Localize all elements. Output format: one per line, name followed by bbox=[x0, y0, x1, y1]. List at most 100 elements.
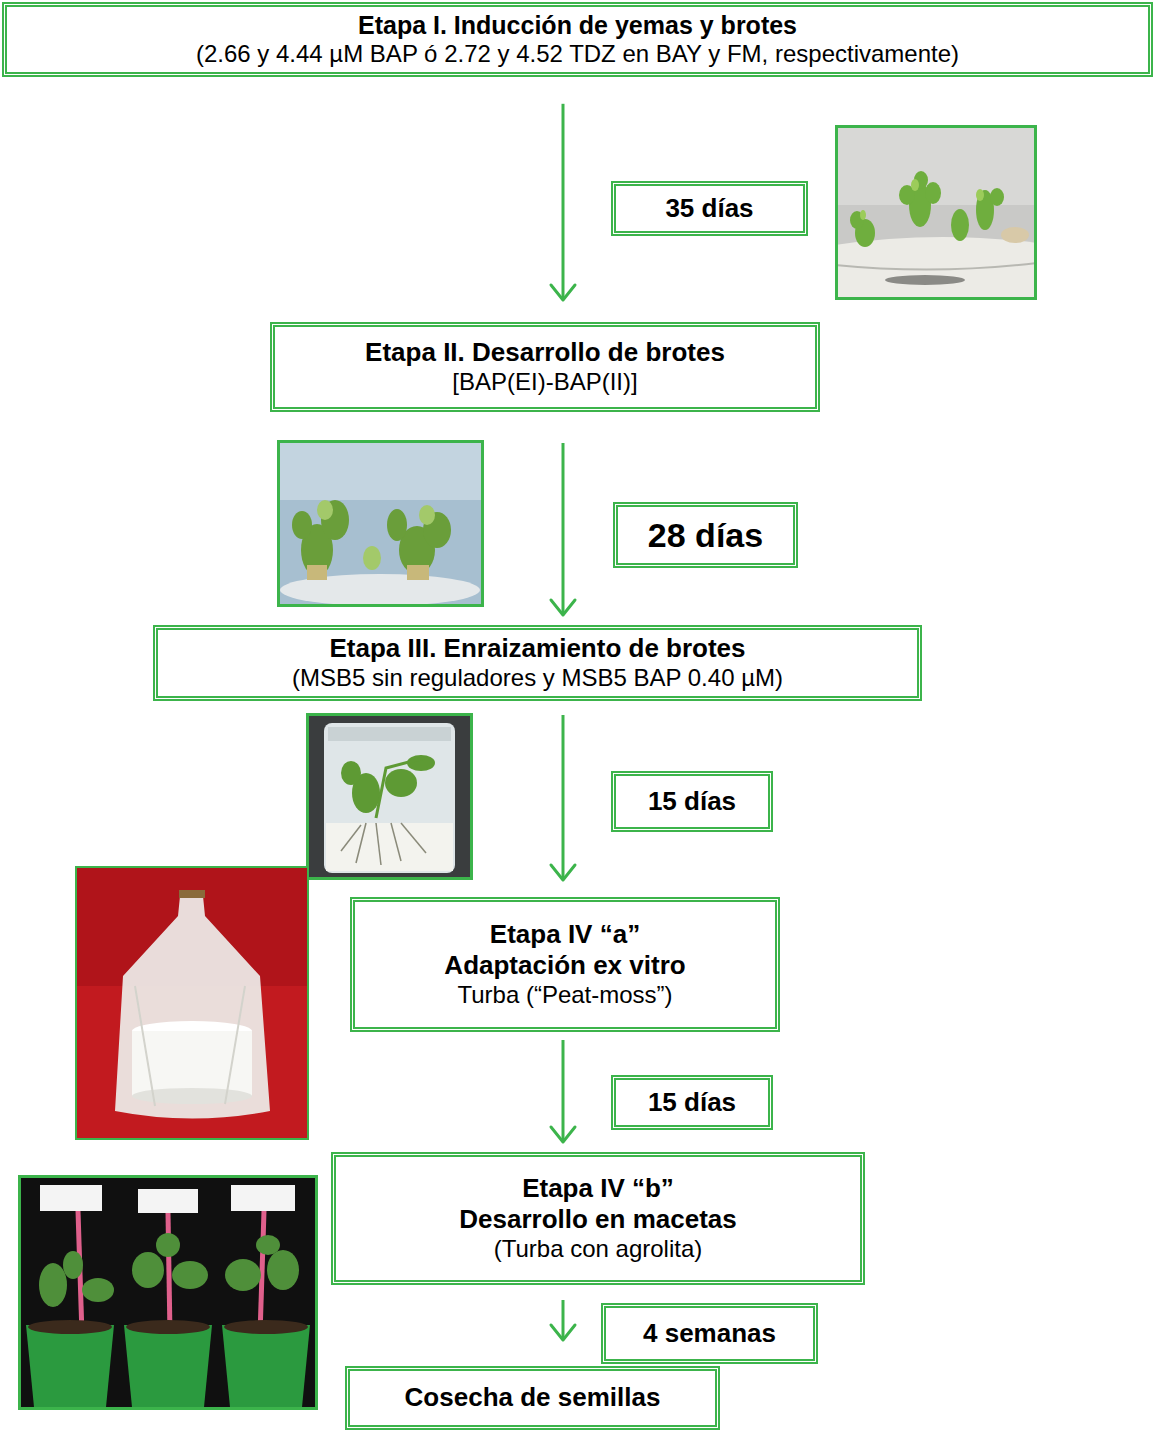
photo-rooting-jar-part bbox=[324, 723, 455, 873]
photo-shoots-dish-part bbox=[850, 171, 1004, 247]
photo-shoots-dish-part bbox=[835, 125, 1037, 300]
photo-shoot-development-part bbox=[279, 442, 483, 606]
photo-pots-part-part bbox=[82, 1278, 114, 1302]
arrow-line bbox=[562, 443, 565, 615]
box-heading: 4 semanas bbox=[643, 1318, 776, 1349]
arrow-line bbox=[562, 104, 565, 300]
box-text: [BAP(EI)-BAP(II)] bbox=[452, 368, 637, 397]
photo-rooting-jar bbox=[306, 713, 473, 880]
box-heading: 35 días bbox=[665, 193, 753, 224]
result-box: Cosecha de semillas bbox=[345, 1366, 720, 1430]
box-heading: Etapa II. Desarrollo de brotes bbox=[365, 337, 725, 368]
photo-shoot-development bbox=[277, 440, 484, 607]
photo-rooting-jar-part-part bbox=[401, 823, 426, 853]
box-heading: 15 días bbox=[648, 786, 736, 817]
photo-pots-part-part bbox=[132, 1252, 164, 1288]
duration-box: 15 días bbox=[611, 771, 773, 832]
photo-pots-part-part bbox=[225, 1259, 261, 1291]
photo-shoots-dish-part-part bbox=[976, 189, 984, 201]
photo-pots-part bbox=[78, 1211, 264, 1335]
photo-pots-part-part bbox=[39, 1263, 67, 1307]
arrow-head bbox=[551, 865, 575, 880]
photo-pots-part-part bbox=[124, 1325, 212, 1407]
box-text: Adaptación ex vitro bbox=[444, 950, 685, 981]
box-heading: Cosecha de semillas bbox=[405, 1382, 661, 1413]
flow-arrow bbox=[551, 104, 575, 300]
box-heading: 28 días bbox=[648, 515, 763, 556]
box-heading: Etapa I. Inducción de yemas y brotes bbox=[358, 10, 797, 40]
duration-box: 15 días bbox=[611, 1075, 773, 1130]
stage-box: Etapa IV “b”Desarrollo en macetas(Turba … bbox=[331, 1152, 865, 1285]
duration-box: 28 días bbox=[613, 502, 798, 568]
photo-pots-part bbox=[26, 1325, 310, 1407]
arrow-head bbox=[551, 600, 575, 615]
photo-pots-part-part bbox=[168, 1213, 170, 1335]
photo-pots-part-part bbox=[222, 1325, 310, 1407]
stage-box: Etapa III. Enraizamiento de brotes(MSB5 … bbox=[153, 625, 922, 701]
photo-pots-part-part bbox=[138, 1189, 198, 1213]
photo-pots-part-part bbox=[224, 1320, 308, 1334]
photo-shoots-dish-part-part bbox=[911, 179, 919, 191]
arrow-head bbox=[551, 285, 575, 300]
photo-pots-part-part bbox=[26, 1325, 114, 1407]
box-heading: Etapa III. Enraizamiento de brotes bbox=[329, 633, 745, 664]
photo-shoots-dish-part bbox=[860, 179, 984, 220]
photo-rooting-jar-part-part bbox=[341, 761, 361, 785]
photo-rooting-jar-part-part bbox=[376, 823, 381, 865]
stage-box: Etapa I. Inducción de yemas y brotes(2.6… bbox=[2, 2, 1153, 77]
photo-shoot-development-part bbox=[317, 500, 435, 570]
photo-bag-acclimation-part bbox=[75, 866, 309, 1140]
photo-pots-part-part bbox=[40, 1185, 102, 1211]
photo-shoots-dish-part bbox=[885, 275, 965, 285]
photo-bag-acclimation-part bbox=[115, 896, 270, 1119]
photo-rooting-jar-part bbox=[376, 758, 424, 818]
photo-rooting-jar-part bbox=[308, 715, 472, 879]
photo-bag-acclimation bbox=[75, 866, 309, 1140]
flow-arrow bbox=[551, 443, 575, 615]
photo-shoots-dish-part bbox=[837, 127, 1036, 299]
photo-rooting-jar-part bbox=[328, 727, 451, 741]
box-heading: Etapa IV “a” bbox=[490, 919, 640, 950]
photo-pots-part bbox=[18, 1175, 318, 1410]
photo-bag-acclimation-part bbox=[132, 1088, 252, 1104]
photo-shoots-dish-part bbox=[835, 263, 1037, 270]
stage-box: Etapa IV “a”Adaptación ex vitroTurba (“P… bbox=[350, 897, 780, 1032]
photo-shoots-dish-part-part bbox=[990, 188, 1004, 206]
photo-shoot-development-part-part bbox=[387, 509, 407, 541]
box-text: (Turba con agrolita) bbox=[494, 1235, 703, 1264]
arrow-head bbox=[551, 1127, 575, 1142]
photo-pots-part-part bbox=[126, 1320, 210, 1334]
photo-pots-part-part bbox=[256, 1235, 280, 1255]
box-heading: Etapa IV “b” bbox=[522, 1173, 674, 1204]
photo-shoots-dish-part bbox=[1001, 227, 1029, 243]
flow-arrow bbox=[551, 1300, 575, 1340]
photo-pots-part bbox=[28, 1320, 308, 1334]
photo-pots-part-part bbox=[231, 1185, 295, 1211]
photo-pots-part bbox=[39, 1233, 299, 1307]
photo-pots bbox=[18, 1175, 318, 1410]
photo-shoots-dish-part-part bbox=[951, 209, 969, 241]
arrow-head bbox=[551, 1325, 575, 1340]
photo-pots-part-part bbox=[28, 1320, 112, 1334]
photo-rooting-jar-part bbox=[341, 823, 426, 865]
photo-shoot-development-part bbox=[407, 565, 429, 580]
flow-arrow bbox=[551, 1040, 575, 1142]
duration-box: 4 semanas bbox=[601, 1303, 818, 1364]
stage-box: Etapa II. Desarrollo de brotes[BAP(EI)-B… bbox=[270, 322, 820, 412]
box-heading: 15 días bbox=[648, 1087, 736, 1118]
photo-shoot-development-part bbox=[307, 565, 327, 580]
flow-arrow bbox=[551, 715, 575, 880]
photo-rooting-jar-part bbox=[306, 713, 473, 880]
photo-pots-part-part bbox=[267, 1250, 299, 1290]
box-text: Turba (“Peat-moss”) bbox=[457, 981, 672, 1010]
box-text: Desarrollo en macetas bbox=[459, 1204, 736, 1235]
photo-rooting-jar-part-part bbox=[391, 823, 401, 861]
photo-shoot-development-part-part bbox=[419, 505, 435, 525]
photo-bag-acclimation-part bbox=[179, 890, 205, 898]
photo-bag-acclimation-part bbox=[76, 867, 308, 1139]
photo-shoots-dish bbox=[835, 125, 1037, 300]
photo-shoots-dish-part-part bbox=[925, 182, 941, 204]
photo-shoot-development-part bbox=[277, 440, 484, 607]
photo-shoots-dish-part bbox=[835, 125, 1037, 205]
box-text: (MSB5 sin reguladores y MSB5 BAP 0.40 µM… bbox=[292, 664, 783, 693]
